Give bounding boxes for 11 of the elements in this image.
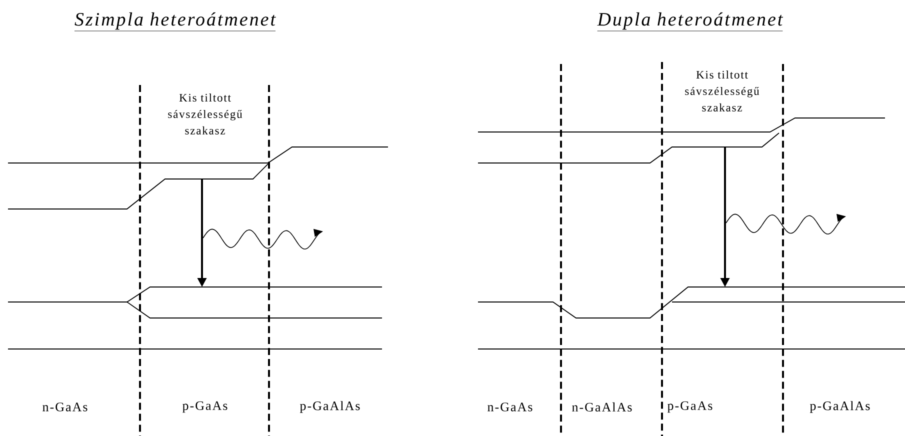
layer-label: p-GaAlAs: [300, 401, 360, 413]
heading: Szimpla heteroátmenet: [74, 12, 276, 32]
layer-label: p-GaAs: [182, 401, 228, 413]
layer-label: n-GaAlAs: [572, 402, 632, 412]
layer-label: n-GaAs: [42, 402, 88, 412]
layer-label: p-GaAlAs: [810, 401, 870, 413]
heading: Dupla heteroátmenet: [597, 12, 784, 32]
layer-label: n-GaAs: [488, 402, 532, 412]
region-label: Kis tiltott sávszélességű szakasz: [168, 94, 242, 134]
layer-label: p-GaAs: [667, 401, 712, 413]
region-label: Kis tiltott sávszélességű szakasz: [685, 70, 760, 112]
